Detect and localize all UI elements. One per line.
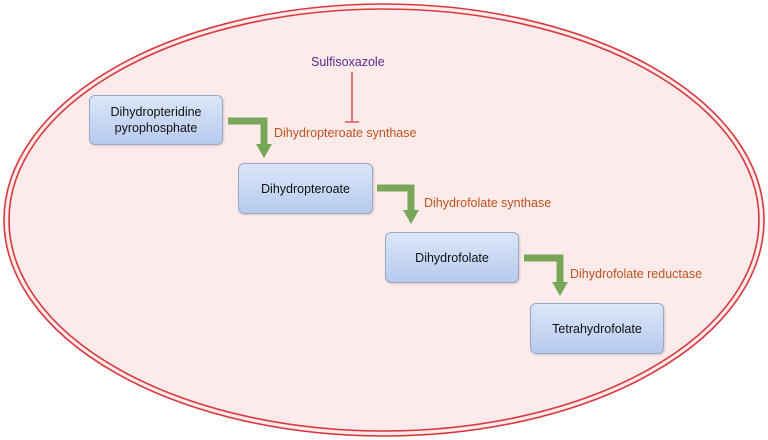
compound-dihydrofolate: Dihydrofolate	[385, 232, 519, 283]
pathway-arrowhead-3	[552, 282, 568, 296]
compound-tetrahydrofolate: Tetrahydrofolate	[530, 303, 664, 354]
inhibitor-sulfisoxazole: Sulfisoxazole	[311, 55, 385, 69]
compound-dihydropteroate: Dihydropteroate	[238, 163, 373, 214]
enzyme-dihydrofolate-reductase: Dihydrofolate reductase	[570, 267, 703, 281]
pathway-arrow-1	[228, 117, 268, 144]
enzyme-dihydrofolate-synthase: Dihydrofolate synthase	[424, 196, 552, 210]
enzyme-dihydropteroate-synthase: Dihydropteroate synthase	[274, 126, 417, 140]
cell-membrane-inner	[8, 8, 760, 432]
pathway-arrow-3	[524, 254, 564, 282]
compound-dihydropteridine-pyrophosphate: Dihydropteridine pyrophosphate	[89, 95, 223, 145]
pathway-arrowhead-1	[256, 144, 272, 158]
pathway-arrow-2	[377, 184, 415, 210]
pathway-arrowhead-2	[403, 210, 419, 224]
